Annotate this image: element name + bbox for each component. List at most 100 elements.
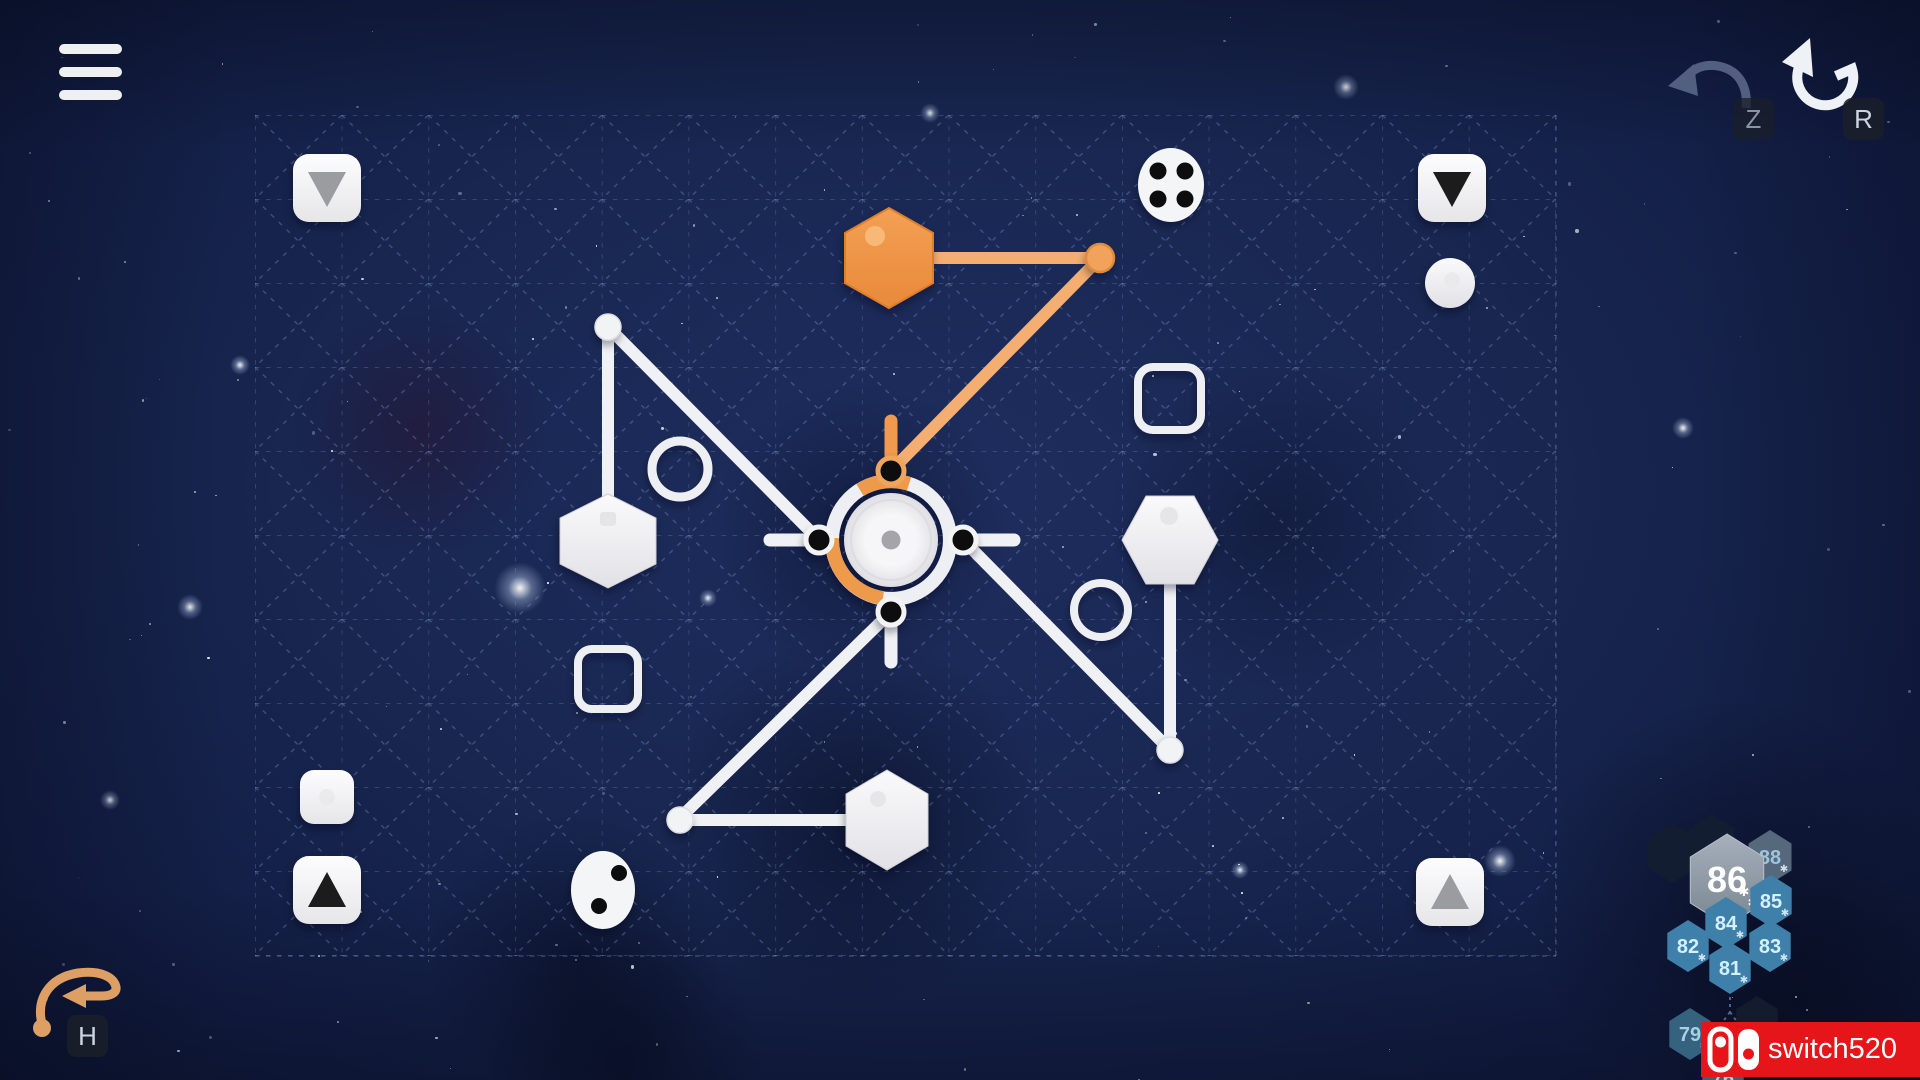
level-star: ✱ [1780,953,1788,964]
star [427,960,430,962]
rope-line [957,534,1174,754]
triangle-down-icon [1433,172,1471,207]
hole-4-capacity [1138,148,1204,222]
star [371,30,374,33]
star [1074,56,1076,59]
star [149,623,151,625]
level-star: ✱ [1780,864,1788,875]
menu-button[interactable] [59,44,122,100]
star [28,151,32,154]
star [1388,1050,1391,1053]
hole-2-capacity [571,851,635,929]
star [1229,16,1232,19]
capacity-dot [1149,190,1167,208]
level-number: 81 [1719,958,1741,980]
level-hex[interactable] [1750,875,1792,927]
rotor-hub[interactable] [803,455,979,628]
star [449,1067,452,1070]
level-number: 83 [1759,936,1781,958]
star [1739,335,1742,338]
star [686,995,688,998]
pulley-node [594,313,622,341]
button-triangle-up-gray[interactable] [1416,858,1484,926]
star [1388,1048,1391,1051]
star [209,1036,212,1039]
star [1657,627,1659,630]
star [1223,39,1226,43]
star [177,1049,180,1053]
hub-center-dot [881,530,901,550]
star [1671,466,1674,469]
star [1731,996,1734,999]
square-obstacle [574,645,642,713]
star [1717,20,1720,23]
piece-mark [870,791,886,807]
star [917,80,920,83]
star [318,955,320,958]
capacity-dot [1149,162,1167,180]
star [139,910,141,912]
menu-bar [59,90,122,100]
star [194,491,196,493]
level-number: 88 [1759,847,1781,869]
level-star: ✱ [1739,884,1750,899]
button-triangle-down-gray[interactable] [293,154,361,222]
orange-puck-hexagon[interactable] [844,206,934,310]
hub-ring-orange-arc [825,537,885,605]
star [77,876,80,879]
star [1307,1001,1310,1005]
piece-mark [1160,507,1178,525]
menu-bar [59,44,122,54]
level-number: 86 [1707,859,1747,900]
star [1806,1009,1808,1011]
hub-pulley-dot [803,524,835,556]
white-hexagon-piece [559,493,657,589]
level-hex[interactable] [1705,897,1747,949]
button-triangle-down-black[interactable] [1418,154,1486,222]
star [1567,182,1572,186]
restart-keycap: R [1843,98,1884,140]
star [963,1068,967,1071]
level-hex[interactable] [1749,920,1791,972]
button-blank-small[interactable] [300,770,354,824]
star [221,63,224,65]
level-hex[interactable] [1709,942,1751,994]
star [992,68,995,71]
puck-mark [1444,272,1460,288]
hub-disc-rim [850,499,932,581]
button-triangle-up-black[interactable] [293,856,361,924]
button-mark [319,789,335,805]
hub-pulley-dot [875,596,907,628]
star [63,721,66,724]
star [1598,305,1601,308]
star [630,965,635,969]
square-obstacle [1134,363,1205,434]
capacity-dot [1176,162,1194,180]
star [1887,121,1890,124]
level-number: 79 [1679,1024,1701,1046]
level-hex[interactable] [1669,1008,1711,1060]
star [47,200,50,203]
watermark-text: switch520 [1768,1033,1897,1065]
star [140,634,143,637]
star [158,378,161,381]
star [1660,777,1662,780]
star [1575,229,1579,233]
white-hexagon-piece [845,769,929,871]
star [1794,995,1798,999]
pulley-node [1156,736,1184,764]
hint-keycap: H [67,1015,108,1057]
star [172,963,175,966]
star [1908,690,1911,693]
switch-logo [1707,1026,1759,1072]
star [1845,208,1848,211]
level-number: 82 [1677,936,1699,958]
white-puck [1425,258,1475,308]
star [215,494,217,497]
level-hex[interactable] [1667,920,1709,972]
capacity-dot [611,865,627,881]
ring-obstacle [1070,579,1132,641]
